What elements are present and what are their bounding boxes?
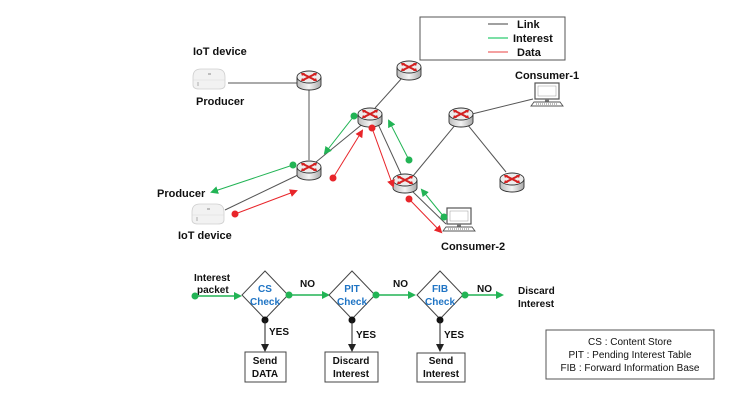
glossary-pit: PIT : Pending Interest Table — [568, 350, 691, 361]
router-icon — [448, 107, 474, 128]
fib-yes-label: YES — [444, 330, 464, 341]
cs-check-diamond — [241, 270, 289, 320]
data-arrow — [234, 189, 298, 215]
send-interest-line2: Interest — [423, 369, 460, 380]
glossary-box: CS : Content Store PIT : Pending Interes… — [545, 329, 715, 380]
send-data-line2: DATA — [252, 369, 278, 380]
pit-check-label-line2: Check — [337, 297, 367, 308]
consumer2-label: Consumer-2 — [441, 241, 505, 253]
cs-yes-label: YES — [269, 327, 289, 338]
flow-input-label-line2: packet — [197, 285, 229, 296]
consumer1-label: Consumer-1 — [515, 70, 579, 82]
data-dots — [231, 124, 413, 218]
iot-bottom-label: IoT device — [178, 230, 232, 242]
send-interest-line1: Send — [429, 356, 453, 367]
send-interest-box — [416, 352, 466, 383]
data-source-dot — [231, 210, 239, 218]
interest-dots — [289, 112, 448, 221]
data-source-dot — [329, 174, 337, 182]
flow-input-dot — [191, 292, 199, 300]
router-icon — [392, 173, 418, 194]
final-discard-line1: Discard — [518, 286, 555, 297]
discard-interest-line2: Interest — [333, 369, 370, 380]
pit-yes-label: YES — [356, 330, 376, 341]
send-data-box — [244, 351, 287, 383]
link-router3-router2 — [374, 77, 403, 109]
send-data-line1: Send — [253, 356, 277, 367]
interest-arrow — [210, 164, 294, 194]
pit-no-dot — [372, 291, 380, 299]
interest-arrow — [420, 188, 445, 218]
data-arrow — [408, 198, 443, 234]
fib-no-dot — [461, 291, 469, 299]
producer-top-label: Producer — [196, 96, 245, 108]
glossary-cs: CS : Content Store — [588, 337, 672, 348]
consumer1-computer-icon — [530, 82, 564, 107]
legend-link-label: Link — [517, 19, 540, 31]
pit-check-diamond — [328, 270, 376, 320]
fib-check-label-line2: Check — [425, 297, 455, 308]
legend-interest-label: Interest — [513, 33, 553, 45]
iot-top-label: IoT device — [193, 46, 247, 58]
router-icon — [296, 70, 322, 91]
pit-check-label-line1: PIT — [344, 284, 360, 295]
flow-input-label-line1: Interest — [194, 273, 231, 284]
pit-no-label: NO — [393, 279, 408, 290]
router-icon — [396, 60, 422, 81]
interest-arrow — [323, 115, 355, 155]
link-iot-bottom-router4 — [224, 173, 301, 211]
data-arrows — [234, 127, 443, 234]
router-icon — [499, 172, 525, 193]
glossary-fib: FIB : Forward Information Base — [561, 363, 700, 374]
interest-arrow — [388, 119, 410, 161]
fib-check-label-line1: FIB — [432, 284, 448, 295]
link-router4-router3 — [315, 121, 366, 163]
interest-source-dot — [289, 161, 297, 169]
link-router6-consumer1 — [471, 98, 534, 115]
cs-check-label-line2: Check — [250, 297, 280, 308]
discard-interest-line1: Discard — [333, 356, 370, 367]
router-icon — [296, 160, 322, 181]
producer-bottom-label: Producer — [157, 188, 206, 200]
legend-data-label: Data — [517, 47, 542, 59]
data-arrow — [332, 129, 364, 179]
consumer2-computer-icon — [442, 207, 476, 232]
link-router5-router6 — [412, 123, 457, 177]
legend: Link Interest Data — [419, 16, 566, 61]
interest-source-dot — [405, 156, 413, 164]
link-router5-consumer2 — [410, 189, 447, 225]
fib-no-label: NO — [477, 284, 492, 295]
data-arrow — [371, 127, 395, 188]
iot-device-bottom-icon — [191, 203, 225, 225]
cs-no-dot — [285, 291, 293, 299]
link-router6-router7 — [466, 123, 507, 173]
data-source-dot — [405, 195, 413, 203]
cs-no-label: NO — [300, 279, 315, 290]
final-discard-line2: Interest — [518, 299, 555, 310]
interest-source-dot — [440, 213, 448, 221]
cs-check-label-line1: CS — [258, 284, 272, 295]
interest-arrows — [210, 115, 445, 218]
fib-check-diamond — [416, 270, 464, 320]
network-links — [224, 77, 534, 225]
flowchart: Interest packet CS Check NO YES Send DAT… — [191, 270, 555, 383]
router-icon — [357, 107, 383, 128]
routers — [296, 60, 525, 194]
link-router3-router5 — [377, 123, 402, 175]
discard-interest-box — [324, 351, 379, 383]
interest-source-dot — [350, 112, 358, 120]
iot-device-top-icon — [192, 68, 226, 90]
data-source-dot — [368, 124, 376, 132]
